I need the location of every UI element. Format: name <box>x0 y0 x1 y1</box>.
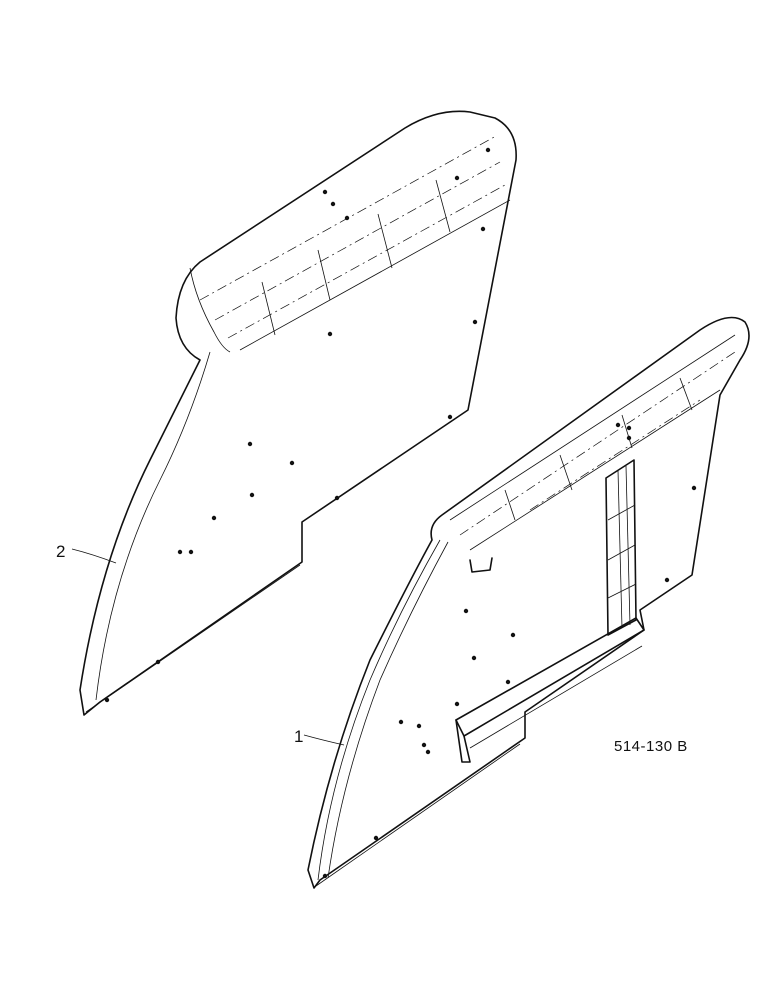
panel-2-hole <box>211 515 217 521</box>
drawing-reference-number: 514-130 B <box>614 738 688 755</box>
panel-1-band-2 <box>459 349 739 536</box>
panel-1-band-1 <box>449 334 736 521</box>
panel-2-hole <box>327 331 333 337</box>
leader-line <box>71 548 117 564</box>
panel-1-hole <box>322 873 328 879</box>
panel-1-hole <box>416 723 422 729</box>
panel-2-hole <box>247 441 253 447</box>
panel-1-seg-4 <box>679 377 693 411</box>
panel-1-vertical-channel-inner <box>617 469 623 629</box>
panel-2-bottom-lip <box>85 564 301 713</box>
callout-2: 2 <box>56 542 117 564</box>
panel-1-outline <box>307 316 750 889</box>
panel-2-hole <box>104 697 110 703</box>
panel-2-top-curl <box>189 267 231 353</box>
panel-2-band-3 <box>227 184 506 339</box>
panel-2-hole <box>155 659 161 665</box>
panel-2-hole <box>322 189 328 195</box>
panel-2-seg-2 <box>317 249 331 301</box>
callout-1: 1 <box>294 727 345 746</box>
panel-1-inner-edge-2 <box>327 541 449 879</box>
callout-label: 2 <box>56 542 65 561</box>
panel-1-clip <box>469 557 493 573</box>
panel-1-hole <box>463 608 469 614</box>
panel-2-seg-3 <box>377 213 393 269</box>
panel-1-vertical-channel-inner-2 <box>625 465 631 626</box>
panel-1 <box>307 316 750 889</box>
panel-1-hole <box>454 701 460 707</box>
panel-1-angle-rail-lip <box>455 719 471 763</box>
panel-1-channel-rung <box>607 544 636 561</box>
panel-2-hole <box>472 319 478 325</box>
panel-1-vertical-channel <box>605 459 637 636</box>
panel-2-hole <box>289 460 295 466</box>
panel-1-seg-3 <box>621 414 633 449</box>
panel-1-angle-rail <box>455 617 645 737</box>
panel-2-hole <box>344 215 350 221</box>
panel-1-band-3 <box>469 389 721 551</box>
panel-2 <box>79 110 517 716</box>
panel-1-hole <box>398 719 404 725</box>
panel-1-bottom-lip <box>315 743 521 887</box>
panel-2-hole <box>447 414 453 420</box>
panel-1-hole <box>425 749 431 755</box>
panel-2-hole <box>330 201 336 207</box>
panel-2-hole <box>188 549 194 555</box>
panel-1-band-4 <box>529 399 701 511</box>
panel-2-band-2 <box>214 161 501 321</box>
panel-2-band-4 <box>239 199 511 351</box>
panel-1-hole <box>664 577 670 583</box>
panel-2-hole <box>249 492 255 498</box>
panel-1-hole <box>505 679 511 685</box>
panel-1-hole <box>421 742 427 748</box>
panel-1-hole <box>510 632 516 638</box>
leader-line <box>303 734 345 746</box>
panel-2-seg-1 <box>261 281 276 336</box>
panel-1-hole <box>626 425 632 431</box>
panel-1-seg-1 <box>504 489 516 521</box>
panel-1-hole <box>626 435 632 441</box>
panel-1-hole <box>691 485 697 491</box>
panel-2-hole <box>480 226 486 232</box>
panel-2-hole <box>334 495 340 501</box>
panel-1-inner-edge <box>317 539 441 881</box>
panel-1-seg-2 <box>559 454 573 491</box>
panel-2-hole <box>177 549 183 555</box>
panel-1-hole <box>471 655 477 661</box>
panel-1-hole <box>615 422 621 428</box>
panel-2-inner-edge <box>95 351 211 701</box>
panel-2-seg-4 <box>435 179 451 233</box>
callout-label: 1 <box>294 727 303 746</box>
panel-2-hole <box>454 175 460 181</box>
panel-1-hole <box>373 835 379 841</box>
panel-1-channel-rung <box>607 583 637 599</box>
panel-2-outline <box>79 110 517 716</box>
panel-2-hole <box>485 147 491 153</box>
panel-1-channel-rung <box>607 504 636 521</box>
panel-1-angle-rail-edge <box>469 645 643 749</box>
